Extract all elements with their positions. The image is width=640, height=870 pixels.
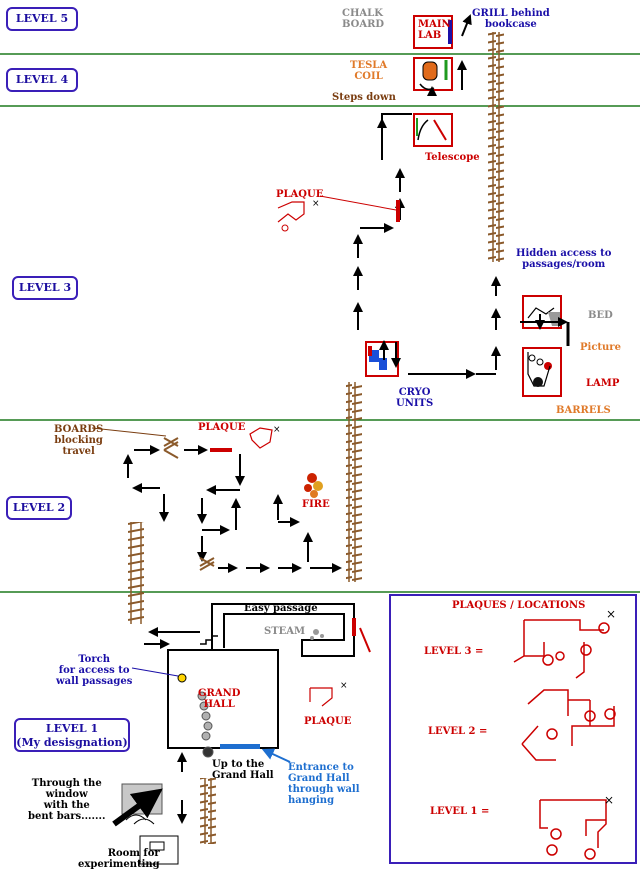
fire-icon <box>304 473 323 498</box>
chalkboard-label: CHALK BOARD <box>342 8 385 30</box>
boards-label: BOARDS blocking travel <box>54 424 104 457</box>
paths-level2 <box>123 445 342 573</box>
entrance-label: Entrance to Grand Hall through wall hang… <box>288 762 360 806</box>
barrels-room <box>522 347 562 397</box>
bed-gray <box>548 312 560 326</box>
arrow-grill <box>461 14 472 37</box>
path-telescope-loop <box>381 113 412 160</box>
bed-label: BED <box>588 310 613 321</box>
legend-row-level3: LEVEL 3 = <box>424 646 484 657</box>
level-1-label: LEVEL 1 <box>45 722 99 735</box>
room-experimenting-label: Room for experimenting <box>78 848 160 870</box>
plaque1-mini-map <box>309 687 333 707</box>
experiment-room-icon <box>139 835 179 865</box>
level-1-badge: LEVEL 1 (My desisgnation) <box>14 718 130 752</box>
boulders <box>197 691 214 758</box>
barrels-label: BARRELS <box>556 405 611 416</box>
fire-label: FIRE <box>302 499 330 510</box>
legend-title: PLAQUES / LOCATIONS <box>452 600 586 611</box>
plaques-legend <box>389 594 637 864</box>
grand-hall-label: GRAND HALL <box>198 688 241 710</box>
boards-icon <box>163 437 179 459</box>
lamp-icon <box>544 362 552 370</box>
ladder-level1-2 <box>128 522 144 624</box>
paths-upper <box>353 14 568 379</box>
bed-icon <box>527 307 555 319</box>
legend-row-level1: LEVEL 1 = <box>430 806 490 817</box>
main-lab-label: MAIN LAB <box>418 19 451 41</box>
torch-label: Torch for access to wall passages <box>56 654 133 687</box>
tesla-coil-label: TESLA COIL <box>350 60 388 82</box>
barrels-outline <box>527 352 551 387</box>
plaque3-x: × <box>312 199 320 209</box>
legend-x-3: × <box>606 607 616 621</box>
barrel-icon-1 <box>528 354 536 362</box>
legend-map-level2 <box>521 689 616 761</box>
grill-label: GRILL behind bookcase <box>472 8 550 30</box>
steam-icon <box>310 629 324 640</box>
level-2-badge: LEVEL 2 <box>6 496 72 520</box>
telescope-icon <box>417 119 429 141</box>
plaque2-x: × <box>273 425 281 435</box>
window-icon <box>112 783 163 827</box>
up-to-hall-label: Up to the Grand Hall <box>212 759 274 781</box>
plaque3-label: PLAQUE <box>276 189 324 200</box>
plaque2-label: PLAQUE <box>198 422 246 433</box>
legend-row-level2: LEVEL 2 = <box>428 726 488 737</box>
rooms <box>365 15 562 397</box>
ladder-level1-lower <box>200 778 216 844</box>
ladders <box>128 32 504 844</box>
plaque1-x: × <box>340 681 348 691</box>
boards-icon-2 <box>199 557 215 571</box>
legend-maps <box>513 619 616 860</box>
barrel-icon-2 <box>536 358 544 366</box>
plaque2-marker <box>210 448 232 452</box>
level-5-badge: LEVEL 5 <box>6 7 78 31</box>
window-arrow <box>112 788 163 827</box>
cryo-red-mark <box>368 346 372 356</box>
arrow-entrance <box>261 748 291 763</box>
legend-map-level1 <box>539 799 607 860</box>
barrels-dark <box>533 377 543 387</box>
picture-label: Picture <box>580 342 621 353</box>
plaque2-mini-map <box>249 427 273 449</box>
plaque3-mini-circle <box>281 224 289 232</box>
telescope-label: Telescope <box>425 152 480 163</box>
ladder-level3-5 <box>488 32 504 262</box>
easy-passage-label: Easy passage <box>244 603 318 614</box>
legend-map-level3 <box>513 619 610 679</box>
grill-marker <box>448 20 452 44</box>
stairs-up-icon <box>200 635 218 645</box>
telescope-tube <box>433 119 447 141</box>
plaque3-leader <box>319 195 397 211</box>
cryo-unit-icon-2 <box>379 358 387 370</box>
level-separators <box>0 53 640 593</box>
plaque1-marker <box>352 618 356 636</box>
plaque1-label: PLAQUE <box>304 716 352 727</box>
tesla-coil-icon <box>422 61 438 81</box>
plaque3-mini-map <box>277 201 305 223</box>
legend-x-1: × <box>604 793 614 807</box>
wall-hanging-entrance <box>220 744 260 749</box>
plaque3-marker <box>396 200 400 222</box>
ladder-level2-3 <box>346 382 362 582</box>
hidden-access-label: Hidden access to passages/room <box>516 248 612 270</box>
steam-label: STEAM <box>264 626 306 637</box>
boards-leader <box>91 427 167 437</box>
steps-down-label: Steps down <box>332 92 396 103</box>
plaque1-arrow <box>359 627 371 653</box>
torch-leader <box>131 667 179 677</box>
level-3-badge: LEVEL 3 <box>12 276 78 300</box>
cryo-units-label: CRYO UNITS <box>396 387 434 409</box>
level-1-sub: (My desisgnation) <box>16 736 128 749</box>
torch-icon <box>177 673 187 683</box>
cryo-unit-icon <box>369 350 379 362</box>
easy-passage-corridor <box>211 603 355 657</box>
lamp-label: LAMP <box>586 378 620 389</box>
telescope-room <box>413 113 453 147</box>
level-4-badge: LEVEL 4 <box>6 68 78 92</box>
window-label: Through the window with the bent bars...… <box>28 778 106 822</box>
